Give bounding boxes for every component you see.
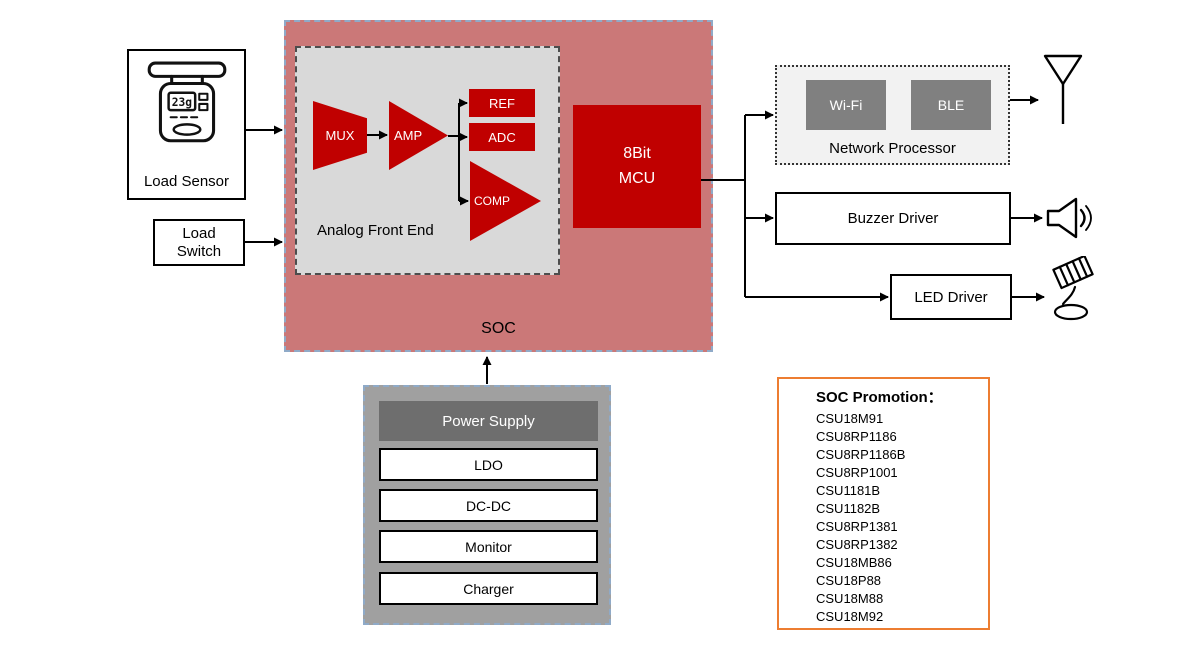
network-processor-block: Wi-Fi BLE Network Processor bbox=[775, 65, 1010, 165]
soc-label: SOC bbox=[481, 320, 516, 337]
load-sensor-block: 23g Load Sensor bbox=[127, 49, 246, 200]
mcu-label-line2: MCU bbox=[618, 169, 656, 187]
ble-block: BLE bbox=[911, 80, 991, 130]
led-lamp-icon bbox=[1052, 256, 1094, 321]
load-sensor-label: Load Sensor bbox=[143, 173, 230, 190]
ref-label: REF bbox=[489, 95, 515, 111]
load-switch-label: Load Switch bbox=[176, 224, 222, 260]
weighing-scale-icon: 23g bbox=[147, 61, 226, 143]
ref-block: REF bbox=[469, 89, 535, 117]
load-switch-block: Load Switch bbox=[153, 219, 245, 266]
scale-display-value: 23g bbox=[171, 96, 191, 109]
adc-block: ADC bbox=[469, 123, 535, 151]
comp-label: COMP bbox=[474, 194, 510, 208]
buzzer-driver-block: Buzzer Driver bbox=[775, 192, 1011, 245]
power-supply-item-charger: Charger bbox=[379, 572, 598, 605]
power-supply-header: Power Supply bbox=[379, 401, 598, 441]
promotion-part: CSU18M92 bbox=[816, 609, 884, 624]
led-driver-block: LED Driver bbox=[890, 274, 1012, 320]
mcu-block: 8Bit MCU bbox=[573, 105, 701, 228]
mcu-label-line1: 8Bit bbox=[623, 144, 651, 162]
afe-label: Analog Front End bbox=[317, 222, 434, 239]
soc-promotion-title: SOC Promotion： bbox=[816, 389, 943, 406]
antenna-icon bbox=[1043, 54, 1083, 124]
mux-label: MUX bbox=[325, 128, 355, 143]
promotion-part: CSU8RP1382 bbox=[816, 537, 898, 552]
buzzer-driver-label: Buzzer Driver bbox=[847, 210, 939, 227]
wifi-block: Wi-Fi bbox=[806, 80, 886, 130]
power-supply-block: Power Supply LDO DC-DC Monitor Charger bbox=[363, 385, 611, 625]
promotion-part: CSU18MB86 bbox=[816, 555, 892, 570]
soc-promotion-panel: SOC Promotion： CSU18M91 CSU8RP1186 CSU8R… bbox=[777, 377, 990, 630]
buzzer-icon bbox=[1046, 197, 1092, 239]
promotion-part: CSU8RP1186 bbox=[816, 429, 897, 444]
amp-label: AMP bbox=[394, 128, 423, 143]
promotion-part: CSU1181B bbox=[816, 483, 881, 498]
promotion-part: CSU18M88 bbox=[816, 591, 884, 606]
power-supply-item-ldo: LDO bbox=[379, 448, 598, 481]
power-supply-item-dcdc: DC-DC bbox=[379, 489, 598, 522]
promotion-part: CSU1182B bbox=[816, 501, 881, 516]
adc-label: ADC bbox=[488, 129, 516, 145]
promotion-part: CSU18M91 bbox=[816, 411, 884, 426]
promotion-part: CSU8RP1001 bbox=[816, 465, 898, 480]
promotion-part: CSU8RP1381 bbox=[816, 519, 898, 534]
power-supply-item-monitor: Monitor bbox=[379, 530, 598, 563]
promotion-part: CSU8RP1186B bbox=[816, 447, 906, 462]
network-processor-label: Network Processor bbox=[829, 140, 956, 157]
led-driver-label: LED Driver bbox=[914, 288, 988, 306]
promotion-part: CSU18P88 bbox=[816, 573, 882, 588]
